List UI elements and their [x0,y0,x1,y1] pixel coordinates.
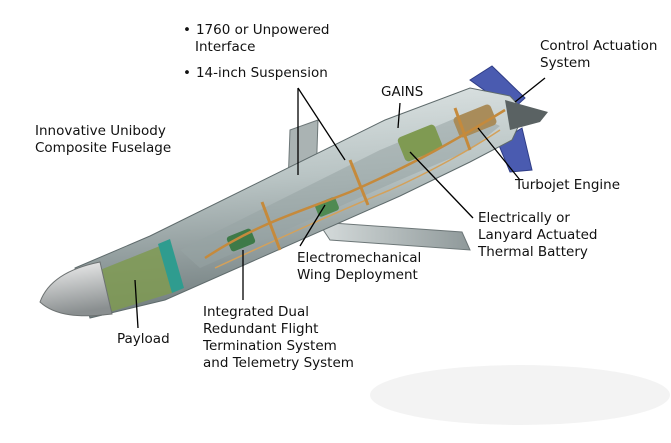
engine-module [453,104,497,138]
label-control-actuation: Control Actuation System [540,38,658,72]
battery-line1: Electrically or [478,210,570,226]
bullet-2: • [183,65,191,81]
payload-text: Payload [117,331,170,347]
label-thermal-battery: Electrically or Lanyard Actuated Thermal… [478,210,598,261]
main-wing [317,221,471,251]
label-interface-1760: •1760 or Unpowered Interface [183,22,329,56]
wing-line2: Wing Deployment [297,267,418,283]
fuselage-line2: Composite Fuselage [35,140,172,156]
nose-cone [39,261,113,317]
bullet-1: • [183,22,191,38]
interface-1760-text: 1760 or Unpowered [195,22,330,38]
control-actuation-line2: System [540,55,591,71]
tail-nozzle [505,100,548,130]
leader-lines [134,77,546,329]
bulkhead-3 [453,107,472,151]
battery-line2: Lanyard Actuated [478,227,598,243]
gains-text: GAINS [381,84,424,100]
suspension-text: 14-inch Suspension [195,65,328,81]
wing-line1: Electromechanical [297,250,422,266]
turbojet-text: Turbojet Engine [515,177,621,193]
fts-line3: Termination System [203,338,337,354]
fts-line1: Integrated Dual [203,304,309,320]
label-fuselage: Innovative Unibody Composite Fuselage [35,123,171,157]
fts-line4: and Telemetry System [203,355,354,371]
payload-section [100,246,175,312]
teal-ring [158,239,184,293]
fuselage-line1: Innovative Unibody [35,123,166,139]
label-flight-termination: Integrated Dual Redundant Flight Termina… [203,304,354,372]
interface-1760-cont-text: Interface [195,39,256,55]
wiring-harness [204,108,506,260]
wiring-harness-2 [214,129,501,269]
bulkhead-1 [260,201,282,251]
battery-line3: Thermal Battery [478,244,588,260]
label-turbojet: Turbojet Engine [515,177,620,194]
fts-line2: Redundant Flight [203,321,319,337]
label-wing-deployment: Electromechanical Wing Deployment [297,250,421,284]
bulkhead-2 [348,159,370,206]
control-actuation-line1: Control Actuation [540,38,658,54]
label-suspension: •14-inch Suspension [183,65,328,82]
label-gains: GAINS [381,84,423,101]
ground-shadow [370,365,670,425]
label-payload: Payload [117,331,170,348]
